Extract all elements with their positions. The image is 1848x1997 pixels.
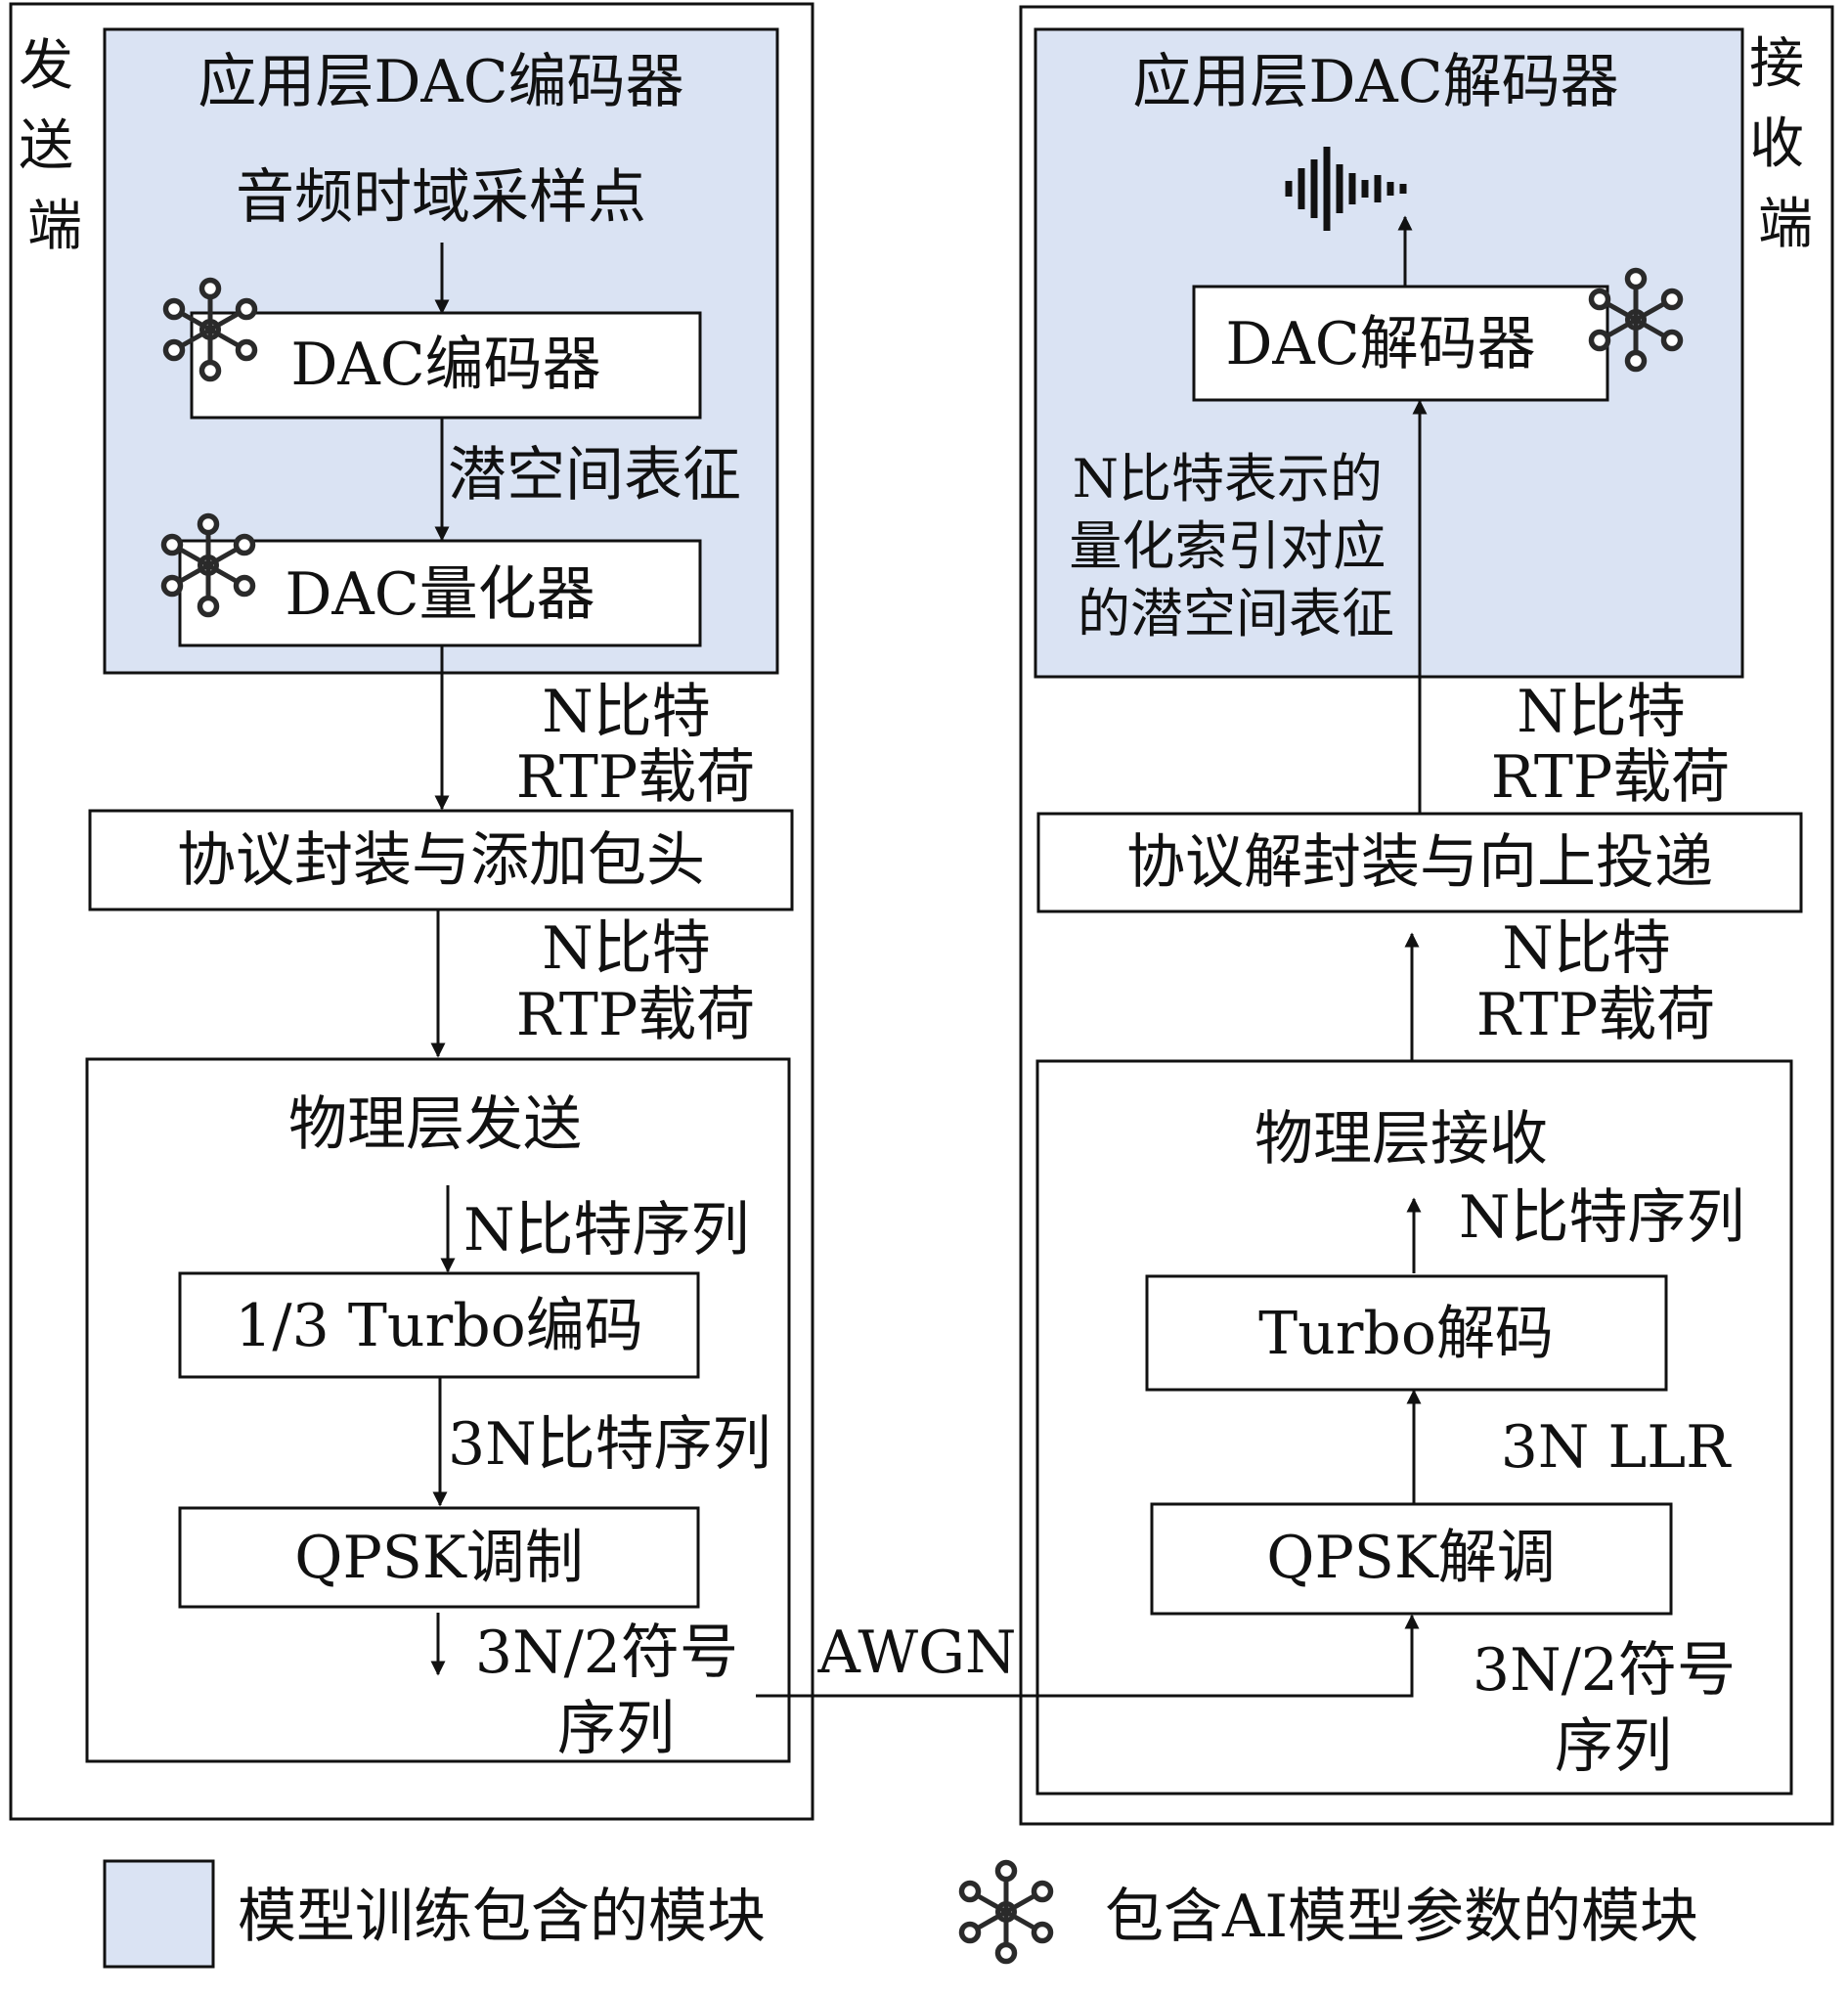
legend-trained-swatch: [103, 1859, 215, 1969]
receiver-protocol-box: [1036, 812, 1803, 913]
receiver-latent-line-1: N比特表示的: [1073, 448, 1383, 510]
legend-trained-label: 模型训练包含的模块: [238, 1883, 766, 1951]
legend-ai-label: 包含AI模型参数的模块: [1105, 1883, 1698, 1951]
receiver-latent-label: N比特表示的 量化索引对应 的潜空间表征: [1069, 448, 1402, 644]
sender-side-char-3: 端: [27, 195, 82, 258]
receiver-latent-line-2: 量化索引对应: [1069, 515, 1386, 577]
awgn-label: AWGN: [817, 1619, 1017, 1687]
awgn-channel-line: [756, 1614, 1420, 1698]
receiver-payload-a-line-2: RTP载荷: [1491, 743, 1731, 812]
audio-waveform-icon: [1285, 147, 1407, 231]
qpsk-mod-box: [178, 1506, 700, 1609]
sender-symbols-label: 3N/2符号 序列: [475, 1619, 757, 1763]
sender-bits-label: N比特序列: [463, 1196, 750, 1265]
turbo-decoder-box: [1145, 1274, 1668, 1392]
sender-phy-title: 物理层发送: [288, 1090, 582, 1159]
receiver-protocol-label: 协议解封装与向上投递: [1126, 828, 1713, 897]
qpsk-demod-box: [1150, 1502, 1673, 1616]
receiver-app-title: 应用层DAC解码器: [1132, 48, 1618, 116]
sender-app-title: 应用层DAC编码器: [198, 48, 683, 116]
dac-quantizer-box: [178, 539, 702, 647]
sender-input-label: 音频时域采样点: [236, 163, 646, 232]
turbo-encoder-box: [178, 1271, 700, 1379]
receiver-phy-title: 物理层接收: [1254, 1105, 1548, 1174]
sender-payload-a-line-2: RTP载荷: [516, 743, 756, 812]
receiver-side-char-3: 端: [1758, 193, 1813, 256]
sender-protocol-label: 协议封装与添加包头: [177, 826, 705, 895]
receiver-side-char-2: 收: [1749, 112, 1804, 176]
sender-phy-layer: [85, 1057, 791, 1763]
sender-latent-label: 潜空间表征: [448, 441, 741, 510]
sender-frame: [9, 2, 814, 1821]
sender-side-char-2: 送: [19, 114, 73, 178]
turbo-decoder-label: Turbo解码: [1258, 1300, 1554, 1368]
receiver-payload-a-line-1: N比特: [1517, 678, 1686, 746]
sender-payload-b: N比特 RTP载荷: [516, 914, 756, 1049]
receiver-symbols-line-1: 3N/2符号: [1473, 1636, 1736, 1705]
dac-quantizer-label: DAC量化器: [285, 560, 594, 629]
receiver-frame: [1019, 5, 1834, 1826]
sender-payload-b-line-1: N比特: [542, 914, 711, 983]
sender-symbols-line-1: 3N/2符号: [475, 1619, 738, 1687]
sender-coded-label: 3N比特序列: [448, 1410, 771, 1479]
receiver-symbols-label: 3N/2符号 序列: [1473, 1636, 1754, 1781]
receiver-latent-line-3: 的潜空间表征: [1078, 583, 1394, 644]
sender-side-char-1: 发: [19, 34, 73, 98]
sender-side-label: 发 送 端: [19, 34, 91, 258]
dac-encoder-label: DAC编码器: [290, 331, 600, 399]
sender-payload-a-line-1: N比特: [542, 678, 711, 746]
sender-protocol-box: [88, 809, 794, 911]
receiver-phy-layer: [1035, 1059, 1793, 1796]
receiver-llr-label: 3N LLR: [1501, 1413, 1732, 1482]
receiver-payload-b-line-2: RTP载荷: [1476, 981, 1716, 1049]
qpsk-demod-label: QPSK解调: [1266, 1524, 1556, 1592]
dac-decoder-box: [1192, 285, 1609, 402]
receiver-payload-b: N比特 RTP载荷: [1476, 914, 1716, 1049]
sender-symbols-line-2: 序列: [557, 1695, 675, 1763]
receiver-payload-b-line-1: N比特: [1502, 914, 1671, 983]
dac-decoder-label: DAC解码器: [1225, 310, 1535, 378]
receiver-side-char-1: 接: [1749, 32, 1804, 96]
legend-ai-icon: [962, 1863, 1051, 1962]
receiver-payload-a: N比特 RTP载荷: [1491, 678, 1731, 812]
turbo-encoder-label: 1/3 Turbo编码: [235, 1292, 643, 1360]
receiver-symbols-line-2: 序列: [1555, 1712, 1672, 1781]
sender-payload-b-line-2: RTP载荷: [516, 981, 756, 1049]
sender-payload-a: N比特 RTP载荷: [516, 678, 756, 812]
qpsk-mod-label: QPSK调制: [294, 1524, 584, 1592]
dac-encoder-box: [190, 311, 702, 420]
receiver-side-label: 接 收 端: [1749, 32, 1822, 256]
receiver-bits-label: N比特序列: [1459, 1183, 1745, 1252]
